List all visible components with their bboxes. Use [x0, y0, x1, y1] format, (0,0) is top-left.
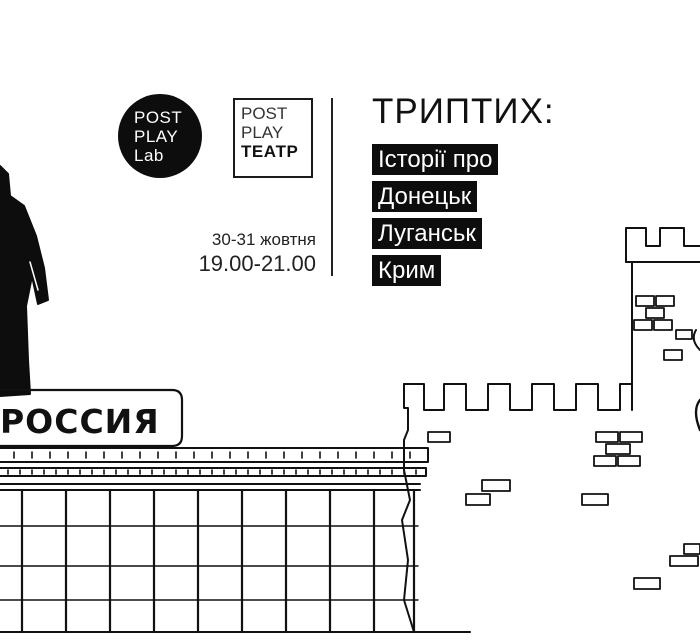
logo-lab-line-2: PLAY: [134, 126, 179, 146]
logo-teatr-line-3: ТЕАТР: [241, 142, 299, 161]
sign-text: РОССИЯ: [0, 402, 160, 441]
poster-title: ТРИПТИХ:: [372, 92, 555, 131]
event-time: 19.00-21.00: [198, 251, 316, 276]
tag-donetsk: Донецьк: [372, 181, 478, 212]
tag-luhansk: Луганськ: [372, 218, 482, 249]
logo-teatr-line-1: POST: [241, 104, 288, 123]
fortress: [401, 227, 700, 633]
vertical-divider: [331, 98, 333, 276]
tag-crimea: Крим: [372, 255, 442, 286]
logo-lab-line-1: POST: [134, 107, 183, 127]
event-dates: 30-31 жовтня: [211, 230, 316, 249]
tag-stories-about: Історії про: [372, 144, 499, 175]
post-play-lab-logo: POST PLAY Lab: [118, 94, 202, 178]
logo-lab-line-3: Lab: [134, 145, 164, 165]
event-schedule: 30-31 жовтня 19.00-21.00: [150, 228, 316, 277]
statue: [0, 165, 49, 397]
building: [0, 388, 471, 634]
logo-teatr-line-2: PLAY: [241, 123, 284, 142]
city-tags: Історії про Донецьк Луганськ Крим: [372, 144, 499, 292]
post-play-teatr-logo: POST PLAY ТЕАТР: [233, 98, 313, 178]
